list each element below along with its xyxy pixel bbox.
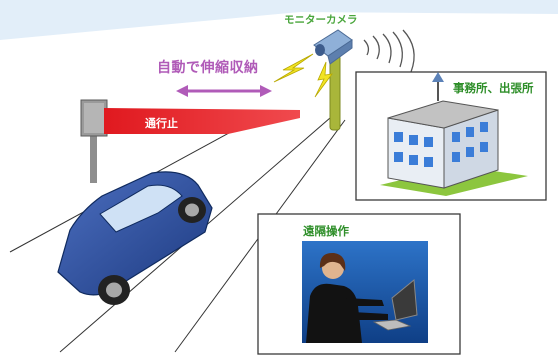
camera-icon [313, 29, 353, 65]
camera-label: モニターカメラ [284, 14, 358, 26]
signal-bolt-icon [273, 53, 314, 83]
car-icon [57, 171, 213, 305]
telescopic-label: 自動で伸縮収納 [157, 60, 259, 76]
signal-bolt-icon [314, 61, 333, 98]
telescopic-arrow [176, 85, 272, 97]
barrier-arm [104, 108, 300, 134]
office-building-icon [380, 72, 528, 196]
office-label: 事務所、出張所 [453, 81, 534, 95]
operator-person-icon [306, 252, 388, 343]
laptop-icon [372, 279, 418, 331]
camera-pole [329, 54, 341, 131]
no-entry-label: 通行止 [145, 117, 178, 130]
remote-operation-label: 遠隔操作 [303, 224, 349, 238]
barrier-post [80, 99, 108, 183]
wireless-signal-icon [363, 29, 415, 73]
